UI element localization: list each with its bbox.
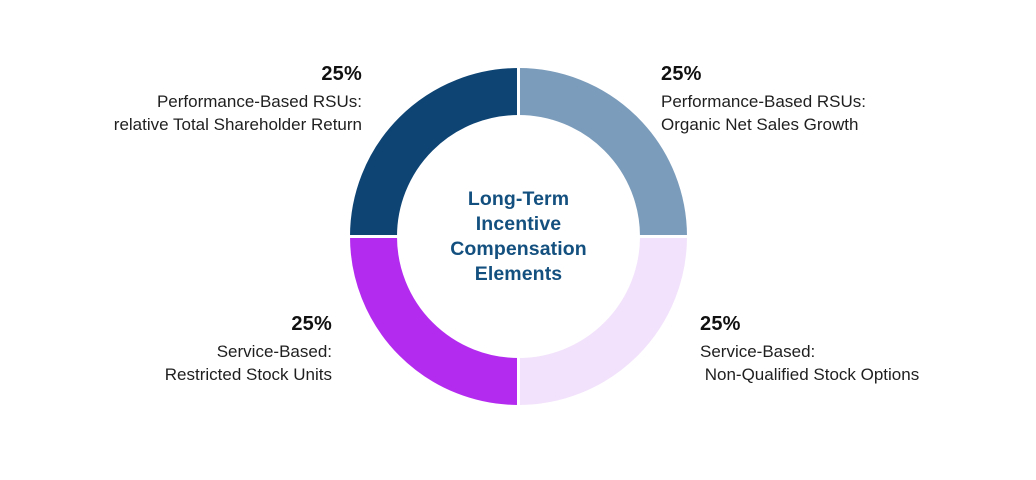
callout-bottom-left-line-2: Restricted Stock Units <box>164 365 332 384</box>
callout-bottom-right: 25% Service-Based: Non-Qualified Stock O… <box>700 312 1000 386</box>
callout-top-left-percent: 25% <box>321 63 362 85</box>
callout-bottom-left-text: Service-Based: Restricted Stock Units <box>60 340 332 386</box>
callout-top-left-line-2: relative Total Shareholder Return <box>113 115 362 134</box>
segment-separators <box>349 67 688 406</box>
callout-top-left: 25% Performance-Based RSUs: relative Tot… <box>60 62 362 136</box>
callout-bottom-left-line-1: Service-Based: <box>216 342 332 361</box>
callout-bottom-right-text: Service-Based: Non-Qualified Stock Optio… <box>700 340 1000 386</box>
callout-bottom-right-line-1: Service-Based: <box>700 342 816 361</box>
donut-svg <box>349 67 688 406</box>
callout-top-right-line-2: Organic Net Sales Growth <box>661 115 859 134</box>
callout-bottom-left-percent: 25% <box>291 313 332 335</box>
callout-top-right-line-1: Performance-Based RSUs: <box>661 92 867 111</box>
callout-bottom-left: 25% Service-Based: Restricted Stock Unit… <box>60 312 332 386</box>
callout-top-right: 25% Performance-Based RSUs: Organic Net … <box>661 62 981 136</box>
callout-top-right-text: Performance-Based RSUs: Organic Net Sale… <box>661 90 981 136</box>
callout-top-left-line-1: Performance-Based RSUs: <box>156 92 362 111</box>
callout-bottom-right-percent: 25% <box>700 313 741 335</box>
callout-top-right-percent: 25% <box>661 63 702 85</box>
donut-chart: Long-Term Incentive Compensation Element… <box>346 64 691 409</box>
callout-bottom-right-line-2: Non-Qualified Stock Options <box>700 365 920 384</box>
callout-top-left-text: Performance-Based RSUs: relative Total S… <box>60 90 362 136</box>
